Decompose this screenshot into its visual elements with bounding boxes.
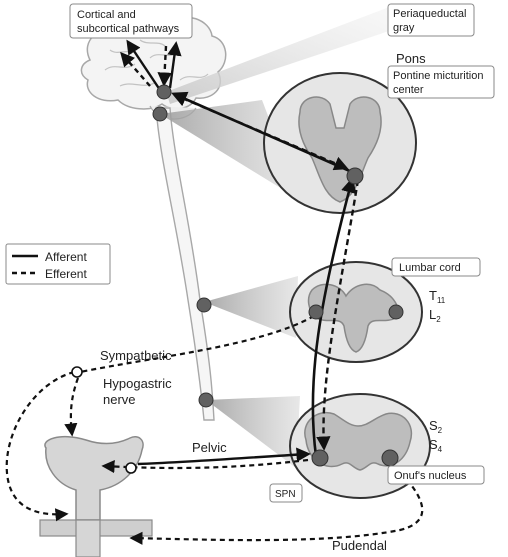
pmc-box — [387, 65, 495, 99]
lumbar-cord-node — [196, 297, 212, 313]
sympathetic-urethra-efferent — [5, 370, 75, 522]
spinal-afferent — [311, 176, 357, 457]
spn-label: SPN — [275, 489, 296, 500]
pelvic-efferent — [101, 458, 309, 474]
lumbar-section — [289, 261, 423, 363]
sympathetic-ganglion — [71, 366, 83, 378]
cortical-box — [69, 3, 193, 39]
pag-projection — [166, 6, 392, 104]
spinal-cord — [155, 107, 215, 421]
pelvic-ganglion — [125, 462, 137, 474]
pelvic-afferent — [137, 447, 311, 466]
pmc-label-line2: center — [393, 84, 424, 96]
t11-label: T11 — [429, 288, 446, 305]
sacral-cord-node — [198, 392, 214, 408]
pudendal-efferent — [129, 459, 424, 545]
urethra — [75, 519, 101, 557]
cortical-solid-1 — [126, 39, 161, 91]
l2-label: L2 — [429, 307, 441, 324]
hypogastric-label-line1: Hypogastric — [103, 376, 172, 391]
onufs-node — [381, 449, 399, 467]
onufs-box — [387, 465, 485, 485]
pag-box — [387, 3, 475, 37]
s4-label: S4 — [429, 437, 443, 454]
lumbar-box — [391, 257, 481, 277]
cortical-dashed-2 — [157, 45, 172, 87]
sympathetic-efferent — [79, 315, 315, 374]
pmc-node — [346, 167, 364, 185]
pag-label-line1: Periaqueductal — [393, 8, 466, 20]
hypogastric-efferent — [64, 377, 80, 437]
pag-node — [152, 106, 168, 122]
pag-label-line2: gray — [393, 22, 415, 34]
lumbar-left-node — [308, 304, 324, 320]
cortical-label-line2: subcortical pathways — [77, 23, 180, 35]
cortical-dashed-1 — [120, 51, 151, 87]
sympathetic-label: Sympathetic — [100, 348, 172, 363]
spn-node — [311, 449, 329, 467]
onufs-label: Onuf's nucleus — [394, 470, 467, 482]
pudendal-label: Pudendal — [332, 538, 387, 553]
bladder — [39, 436, 153, 557]
legend-afferent-label: Afferent — [45, 250, 87, 264]
lumbar-right-node — [388, 304, 404, 320]
hypogastric-label-line2: nerve — [103, 392, 136, 407]
lumbar-projection — [204, 276, 298, 338]
pons-label: Pons — [396, 51, 426, 66]
s2-label: S2 — [429, 418, 443, 435]
legend: Afferent Efferent — [5, 243, 111, 285]
pelvic-label: Pelvic — [192, 440, 227, 455]
legend-efferent-label: Efferent — [45, 267, 87, 281]
pons-projection — [160, 100, 300, 200]
spinal-efferent — [316, 179, 360, 451]
cortex-node — [156, 84, 172, 100]
pmc-label-line1: Pontine micturition — [393, 70, 484, 82]
sacral-projection — [206, 396, 300, 468]
lumbar-label: Lumbar cord — [399, 262, 461, 274]
spn-box — [269, 483, 303, 503]
cortical-label-line1: Cortical and — [77, 9, 136, 21]
